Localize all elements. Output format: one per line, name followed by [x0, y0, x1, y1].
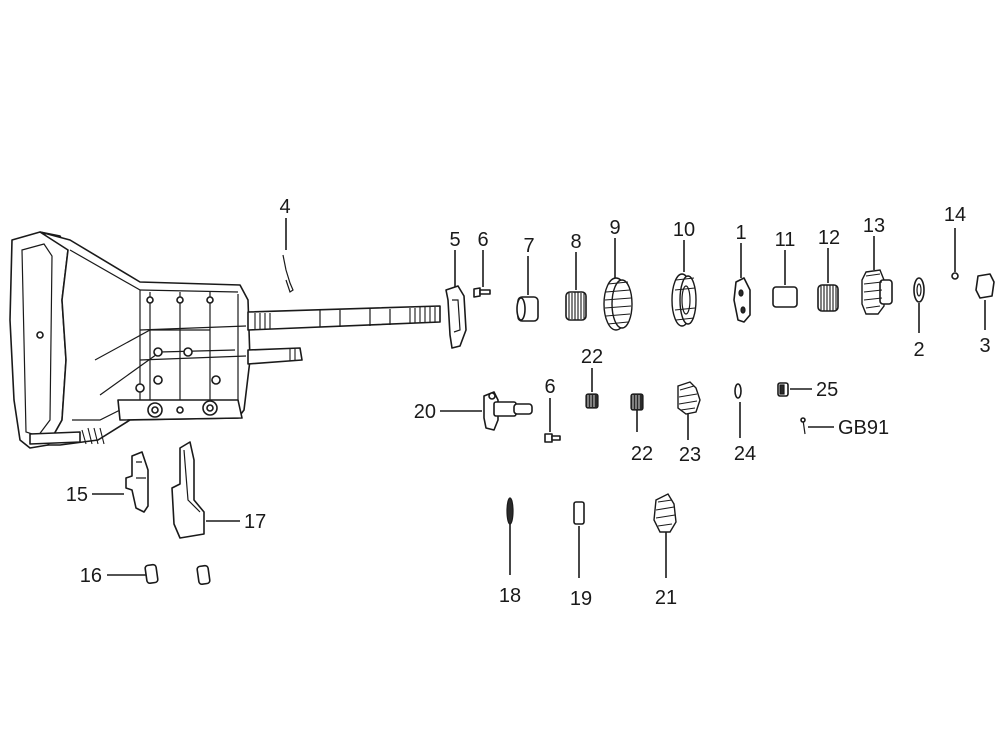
callout-23: 23 — [679, 444, 701, 466]
part-2-washer — [913, 277, 925, 333]
part-11-sleeve — [772, 250, 798, 308]
callout-9: 9 — [609, 217, 620, 239]
part-1-spacer-plate — [733, 243, 751, 323]
part-20-driven-shaft — [440, 391, 533, 431]
callout-2: 2 — [913, 339, 924, 361]
callout-3: 3 — [979, 335, 990, 357]
transmission-housing — [9, 231, 441, 449]
part-22-needle-roller-lower — [630, 393, 644, 432]
callout-19: 19 — [570, 588, 592, 610]
callout-22-upper: 22 — [581, 346, 603, 368]
callout-14: 14 — [944, 204, 966, 226]
part-8-needle-bearing — [565, 252, 587, 321]
part-6-bolt-middle — [544, 398, 561, 443]
part-10-synchro-ring — [671, 240, 697, 327]
callout-10: 10 — [673, 219, 695, 241]
callout-20: 20 — [414, 401, 436, 423]
callout-11: 11 — [775, 229, 796, 251]
part-5-flange-cover — [445, 250, 467, 349]
part-6-bolt-top — [473, 250, 491, 298]
part-9-gear — [603, 238, 633, 331]
callout-5: 5 — [449, 229, 460, 251]
callout-6-top: 6 — [477, 229, 488, 251]
part-13-hub-gear — [861, 236, 893, 315]
callout-25: 25 — [816, 379, 838, 401]
part-24-clip-ring — [734, 383, 742, 438]
part-21-driven-gear — [653, 493, 677, 578]
callout-22-lower: 22 — [631, 443, 653, 465]
part-3-nut — [975, 273, 995, 330]
callout-17: 17 — [244, 511, 266, 533]
part-16-pins — [107, 563, 211, 586]
callout-6-middle: 6 — [544, 376, 555, 398]
part-15-shift-fork — [92, 451, 149, 513]
part-12-needle-bearing — [817, 248, 839, 312]
callout-4: 4 — [279, 196, 290, 218]
callout-13: 13 — [863, 215, 885, 237]
part-19-pin — [573, 501, 585, 578]
part-18-seal — [506, 497, 514, 575]
callout-24: 24 — [734, 443, 756, 465]
callout-18: 18 — [499, 585, 521, 607]
callout-21: 21 — [655, 587, 677, 609]
callout-7: 7 — [523, 235, 534, 257]
part-22-needle-roller-upper — [585, 368, 599, 409]
part-23-drive-gear — [677, 381, 701, 440]
callout-8: 8 — [570, 231, 581, 253]
part-4-spring — [282, 218, 294, 293]
callout-15: 15 — [66, 484, 88, 506]
callout-gb91: GB91 — [838, 417, 889, 439]
part-14-ball — [951, 228, 959, 280]
part-gb91-cotter-pin — [800, 417, 834, 435]
callout-1: 1 — [735, 222, 746, 244]
part-7-bushing — [516, 256, 539, 322]
callout-16: 16 — [80, 565, 102, 587]
part-17-fork-plate — [171, 441, 240, 539]
part-25-small-bushing — [777, 382, 812, 397]
callout-12: 12 — [818, 227, 840, 249]
